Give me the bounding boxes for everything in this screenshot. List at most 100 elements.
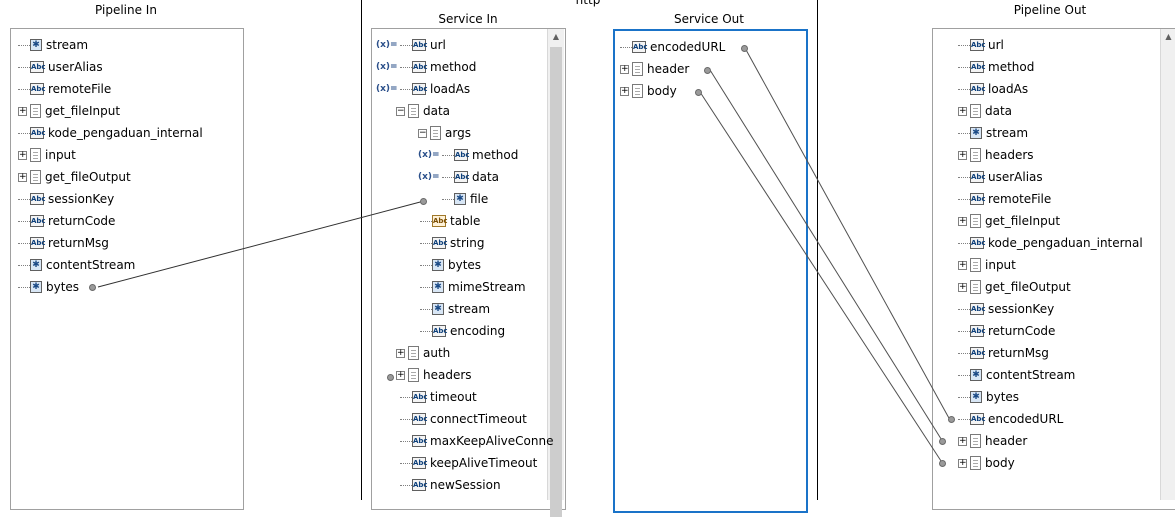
tree-item[interactable]: +body (958, 454, 1015, 472)
tree-item[interactable]: +get_fileOutput (18, 168, 131, 186)
set-value-icon[interactable]: (x)= (376, 40, 398, 50)
scroll-thumb[interactable] (550, 47, 562, 517)
tree-item[interactable]: ✱stream (958, 124, 1028, 142)
tree-item[interactable]: ✱bytes (18, 278, 79, 296)
tree-item[interactable]: +auth (396, 344, 450, 362)
tree-item[interactable]: +input (18, 146, 76, 164)
collapse-icon[interactable]: − (396, 105, 405, 116)
header-in-port[interactable] (939, 438, 946, 445)
header-port[interactable] (704, 67, 711, 74)
link-header-to-header[interactable] (709, 69, 944, 443)
link-body-to-body[interactable] (699, 91, 944, 465)
tree-item[interactable]: ✱mimeStream (420, 278, 526, 296)
set-value-icon[interactable]: (x)= (418, 172, 440, 182)
pipeline-in-panel[interactable] (10, 28, 244, 510)
tree-item[interactable]: +headers (958, 146, 1034, 164)
tree-item[interactable]: +data (958, 102, 1012, 120)
tree-item[interactable]: −data (396, 102, 450, 120)
tree-item[interactable]: +body (620, 82, 677, 100)
link-bytes-to-file[interactable] (97, 200, 425, 288)
bytes-port[interactable] (89, 284, 96, 291)
expand-icon[interactable]: + (958, 149, 967, 160)
tree-item-label: bytes (46, 280, 80, 294)
tree-item[interactable]: ✱bytes (420, 256, 481, 274)
expand-icon[interactable]: + (18, 171, 27, 182)
expand-icon[interactable]: + (18, 149, 27, 160)
expand-icon[interactable]: + (958, 215, 967, 226)
tree-item[interactable]: −args (418, 124, 471, 142)
body-in-port[interactable] (939, 460, 946, 467)
expand-icon[interactable]: + (18, 105, 27, 116)
expand-icon[interactable]: + (620, 63, 629, 74)
tree-item[interactable]: +get_fileInput (958, 212, 1060, 230)
tree-item[interactable]: +get_fileInput (18, 102, 120, 120)
tree-item[interactable]: +headers (396, 366, 472, 384)
expand-icon[interactable]: + (958, 105, 967, 116)
encodedurl-in-port[interactable] (948, 416, 955, 423)
tree-item[interactable]: ✱contentStream (958, 366, 1075, 384)
body-port[interactable] (695, 89, 702, 96)
set-value-icon[interactable]: (x)= (376, 84, 398, 94)
service-in-scrollbar[interactable]: ▲ (547, 29, 564, 517)
tree-connector (18, 66, 30, 68)
tree-item[interactable]: ✱file (442, 190, 488, 208)
pipeline-out-scrollbar[interactable]: ▲ (1160, 29, 1175, 500)
service-out-panel[interactable] (613, 29, 808, 513)
tree-item[interactable]: +header (620, 60, 689, 78)
link-encodedurl-to-encodedurl[interactable] (744, 47, 951, 421)
document-icon (30, 148, 41, 162)
tree-item[interactable]: +get_fileOutput (958, 278, 1071, 296)
set-value-icon[interactable]: (x)= (418, 150, 440, 160)
tree-item[interactable]: +input (958, 256, 1016, 274)
tree-item[interactable]: ✱bytes (958, 388, 1019, 406)
expand-icon[interactable]: + (958, 281, 967, 292)
file-port[interactable] (420, 198, 427, 205)
tree-item[interactable]: ✱contentStream (18, 256, 135, 274)
collapse-icon[interactable]: − (418, 127, 427, 138)
encodedurl-port[interactable] (741, 45, 748, 52)
set-value-icon[interactable]: (x)= (376, 62, 398, 72)
headers-port[interactable] (387, 374, 394, 381)
expand-icon[interactable]: + (958, 435, 967, 446)
tree-item[interactable]: ✱stream (18, 36, 88, 54)
expand-icon[interactable]: + (958, 457, 967, 468)
scroll-up-icon[interactable]: ▲ (552, 32, 560, 41)
tree-item[interactable]: ✱stream (420, 300, 490, 318)
expand-icon[interactable]: + (396, 369, 405, 380)
expand-icon[interactable]: + (620, 85, 629, 96)
expand-icon[interactable]: + (396, 347, 405, 358)
scroll-up-icon[interactable]: ▲ (1165, 32, 1172, 41)
tree-item[interactable]: +header (958, 432, 1027, 450)
expand-icon[interactable]: + (958, 259, 967, 270)
